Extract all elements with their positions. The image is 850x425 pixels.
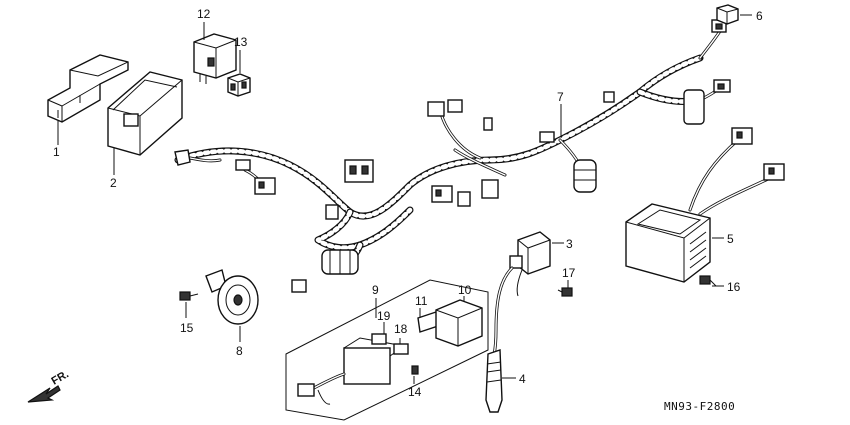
callout-10: 10	[458, 283, 472, 297]
part-17-bolt	[557, 287, 573, 297]
part-4-spark-plug-cap	[485, 349, 503, 413]
callout-7: 7	[557, 90, 564, 104]
direction-label: FR.	[50, 368, 71, 387]
part-1-bracket	[47, 54, 129, 123]
callout-4: 4	[519, 372, 526, 386]
callout-2: 2	[110, 176, 117, 190]
callout-11: 11	[415, 294, 428, 308]
part-8-horn	[205, 269, 259, 325]
callout-3: 3	[566, 237, 573, 251]
callout-12: 12	[197, 7, 211, 21]
callout-18: 18	[394, 322, 408, 336]
part-15-bolt	[179, 291, 199, 301]
part-9-group-outline	[285, 279, 489, 421]
callout-6: 6	[756, 9, 763, 23]
callout-5: 5	[727, 232, 734, 246]
callout-15: 15	[180, 321, 194, 335]
part-7-wire-harness	[174, 19, 731, 293]
part-16-bolt	[699, 275, 717, 287]
callout-13: 13	[234, 35, 248, 49]
callout-19: 19	[377, 309, 391, 323]
part-3-ignition-coil	[492, 231, 551, 357]
drawing-code: MN93-F2800	[664, 400, 735, 413]
callout-14: 14	[408, 385, 422, 399]
callout-8: 8	[236, 344, 243, 358]
part-13-connector	[227, 73, 251, 97]
front-direction-arrow	[27, 385, 61, 403]
callout-1: 1	[53, 145, 60, 159]
callout-17: 17	[562, 266, 576, 280]
part-12-relay	[193, 33, 237, 84]
callout-9: 9	[372, 283, 379, 297]
part-6-connector	[716, 4, 739, 25]
callout-16: 16	[727, 280, 741, 294]
part-2-control-unit	[107, 71, 183, 156]
part-5-regulator-rectifier	[625, 127, 785, 283]
